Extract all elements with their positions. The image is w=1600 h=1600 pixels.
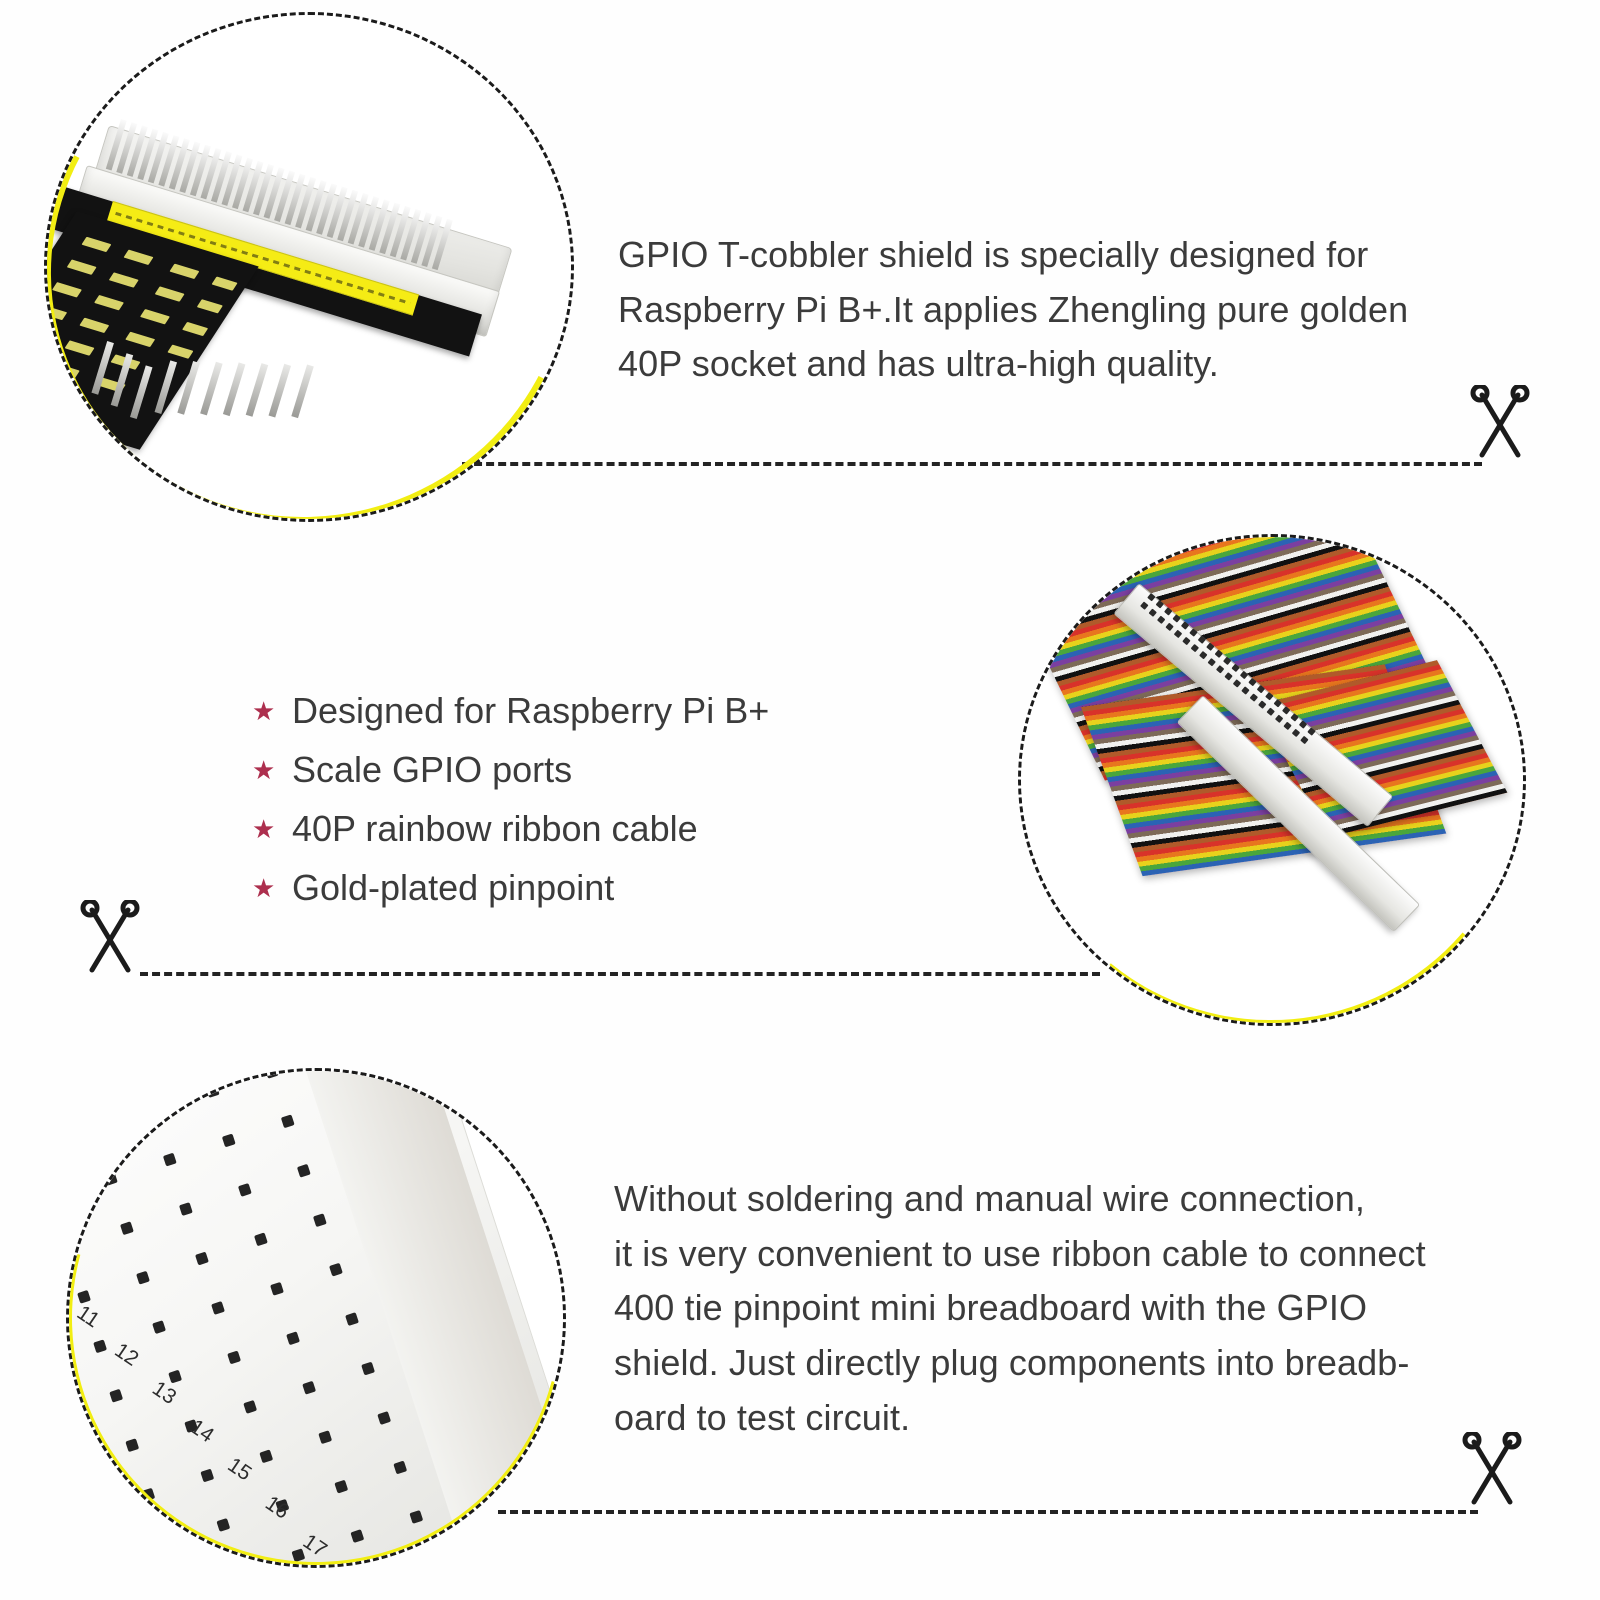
feature-label: Scale GPIO ports [292,749,573,790]
feature-label: Gold-plated pinpoint [292,867,615,908]
photo-t-cobbler-inner [47,15,571,519]
scissors-icon [1470,383,1530,465]
star-icon: ★ [252,814,276,844]
feature-item: ★ Designed for Raspberry Pi B+ [252,690,892,732]
row-number: 17 [298,1529,331,1562]
star-icon: ★ [252,755,276,785]
feature-list: ★ Designed for Raspberry Pi B+ ★ Scale G… [252,690,892,926]
feature-label: Designed for Raspberry Pi B+ [292,690,770,731]
row-number: 14 [185,1415,218,1448]
cut-line-bottom [498,1510,1478,1514]
scissors-icon [80,898,140,980]
cut-line-top [462,462,1482,466]
row-number: 15 [223,1453,256,1486]
star-icon: ★ [252,873,276,903]
row-number: 11 [72,1301,104,1333]
feature-item: ★ 40P rainbow ribbon cable [252,808,892,850]
photo-breadboard-inner: 9 10 11 12 13 14 15 16 17 [69,1071,563,1565]
feature-label: 40P rainbow ribbon cable [292,808,698,849]
usage-paragraph: Without soldering and manual wire connec… [614,1178,1426,1438]
photo-t-cobbler-board [44,12,574,522]
photo-ribbon-inner [1021,537,1523,1023]
intro-paragraph: GPIO T-cobbler shield is specially desig… [618,234,1409,385]
photo-mini-breadboard: 9 10 11 12 13 14 15 16 17 [66,1068,566,1568]
feature-item: ★ Scale GPIO ports [252,749,892,791]
row-number: 12 [110,1338,143,1371]
breadboard-row-numbers: 9 10 11 12 13 14 15 16 17 [69,1071,563,1565]
row-number: 16 [261,1491,294,1524]
star-icon: ★ [252,696,276,726]
photo-rainbow-ribbon-cable [1018,534,1526,1026]
scissors-icon [1462,1430,1522,1512]
feature-item: ★ Gold-plated pinpoint [252,867,892,909]
cut-line-middle [140,972,1100,976]
row-number: 13 [148,1376,181,1410]
